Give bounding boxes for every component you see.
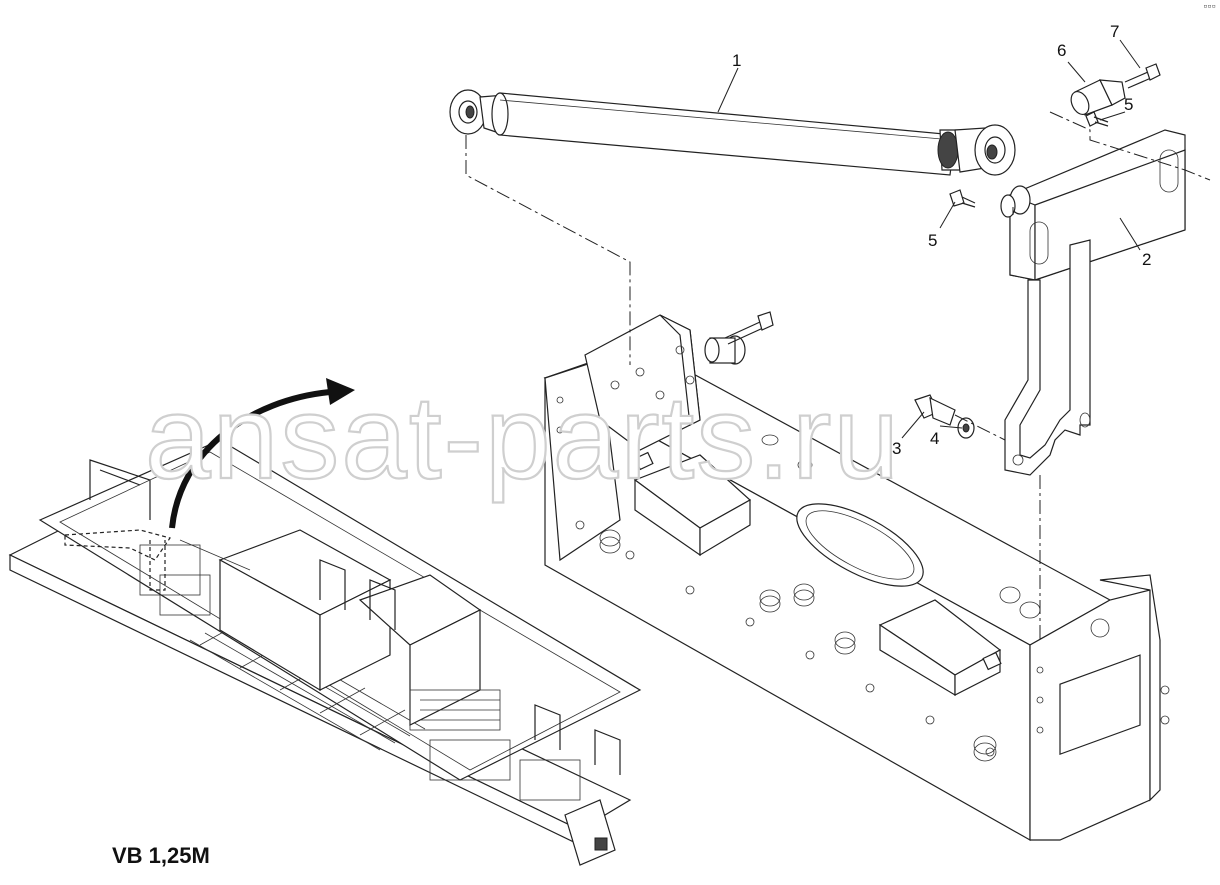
small-hardware xyxy=(914,63,1161,439)
gas-strut-part-1 xyxy=(449,89,1016,176)
assembly-guide-lines xyxy=(465,111,1211,640)
callout-leaders xyxy=(717,39,1141,439)
callout-5-lower: 5 xyxy=(928,231,937,250)
detail-arrow xyxy=(169,378,355,529)
bracket-part-2 xyxy=(1004,129,1186,476)
callout-labels: 1 2 3 4 5 5 6 7 xyxy=(732,22,1151,458)
watermark: ansat-parts.ru xyxy=(145,372,901,504)
callout-1: 1 xyxy=(732,51,741,70)
callout-3: 3 xyxy=(892,439,901,458)
callout-2: 2 xyxy=(1142,250,1151,269)
model-label: VB 1,25M xyxy=(112,843,210,868)
callout-5-upper: 5 xyxy=(1124,95,1133,114)
callout-7: 7 xyxy=(1110,22,1119,41)
reference-code: ▫▫▫ xyxy=(1203,2,1216,10)
frame-assembly xyxy=(543,311,1170,842)
callout-4: 4 xyxy=(930,429,939,448)
machine-overview xyxy=(8,439,642,866)
callout-6: 6 xyxy=(1057,41,1066,60)
